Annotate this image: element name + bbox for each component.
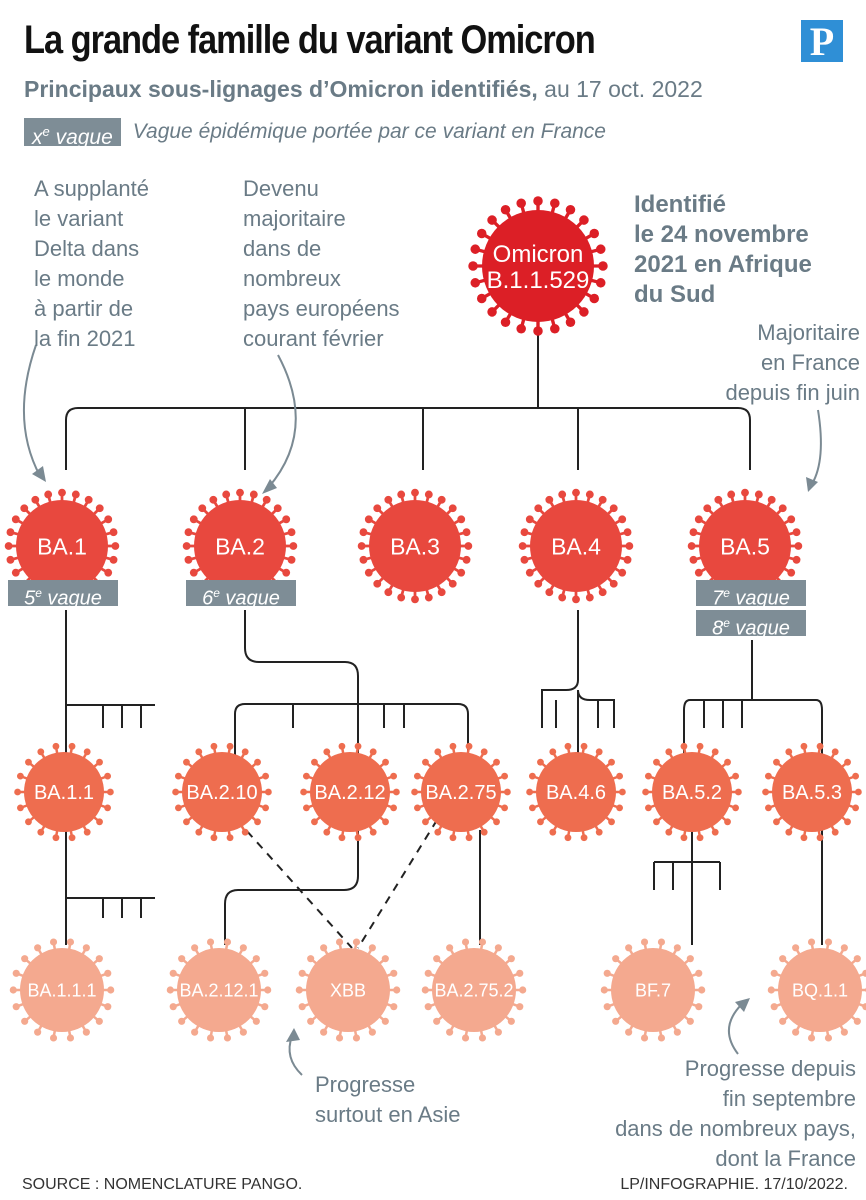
virus-ba-2-75-2-label: BA.2.75.2 [434,980,513,1000]
virus-ba-1-label: BA.1 [37,533,87,559]
ba2-ticks [292,704,405,728]
virus-ba-2-75: BA.2.75 [411,742,511,842]
xbb-recombinant [236,819,438,949]
level1-bar [65,407,751,470]
note-bq11: Progresse depuis fin septembre dans de n… [615,1056,856,1171]
ba4-branch [541,610,615,760]
identified-note: Identifié le 24 novembre 2021 en Afrique… [634,191,812,308]
virus-ba-4-label: BA.4 [551,533,601,559]
virus-ba-5-3-label: BA.5.3 [782,782,842,804]
subtitle-date: au 17 oct. 2022 [537,76,703,102]
virus-ba-4-6-label: BA.4.6 [546,782,606,804]
ba2-bar [234,703,469,760]
wave-tags-ba5: 7e vague 8e vague [696,580,806,640]
arrow-bq11-head [735,998,750,1012]
virus-bq-1-1: BQ.1.1 [767,938,866,1042]
connector-lines [65,320,823,949]
credit-note: LP/INFOGRAPHIE. 17/10/2022. [620,1176,848,1193]
ba11-branch [65,820,155,945]
arrow-ba1 [23,344,41,477]
wave-tag-5: 5e vague [8,580,118,610]
level1-drops [244,408,579,470]
arrow-ba5 [811,409,822,485]
arrow-ba2 [267,354,297,489]
virus-ba-5-2: BA.5.2 [642,742,742,842]
arrow-ba5-head [806,477,818,492]
virus-omicron-label-1: Omicron [493,241,584,268]
virus-bf-7-label: BF.7 [635,980,671,1000]
arrow-bq11 [728,1003,743,1055]
legend-text: Vague épidémique portée par ce variant e… [132,120,606,143]
subtitle-bold: Principaux sous-lignages d’Omicron ident… [24,76,538,102]
virus-ba-1-1-1: BA.1.1.1 [9,938,115,1042]
le-parisien-logo: P [801,20,843,64]
virus-xbb: XBB [295,938,401,1042]
source-note: SOURCE : NOMENCLATURE PANGO. [22,1176,303,1193]
wave-tag-7: 7e vague [696,580,806,610]
virus-ba-3: BA.3 [357,488,473,604]
wave-tag-8: 8e vague [696,610,806,640]
virus-ba-2-75-2: BA.2.75.2 [421,938,527,1042]
virus-ba-2-12-1: BA.2.12.1 [166,938,272,1042]
arrow-ba1-head [32,466,46,482]
virus-ba-2-12-label: BA.2.12 [314,782,385,804]
virus-ba-5-label: BA.5 [720,533,770,559]
wave-tags-ba2: 6e vague [186,580,296,610]
wave-tag-6: 6e vague [186,580,296,610]
virus-ba-5-3: BA.5.3 [762,742,862,842]
arrow-xbb-head [286,1028,300,1042]
ba1-branch [65,610,155,760]
virus-ba-2-75-label: BA.2.75 [425,782,496,804]
ba5-ticks [703,700,743,728]
ba2-stem [244,610,359,760]
arrow-ba2-head [262,479,277,494]
subtitle: Principaux sous-lignages d’Omicron ident… [24,76,703,103]
virus-ba-4: BA.4 [518,488,634,604]
note-ba5: Majoritaire en France depuis fin juin [725,320,860,405]
virus-ba-1-1-label: BA.1.1 [34,782,94,804]
virus-xbb-label: XBB [330,980,366,1000]
virus-ba-2-12-1-label: BA.2.12.1 [179,980,258,1000]
note-ba2: Devenu majoritaire dans de nombreux pays… [243,176,400,351]
virus-bq-1-1-label: BQ.1.1 [792,980,848,1000]
virus-ba-1-1-1-label: BA.1.1.1 [27,980,96,1000]
virus-ba-5-2-label: BA.5.2 [662,782,722,804]
ba52-branch [653,830,721,945]
note-xbb: Progresse surtout en Asie [315,1072,461,1127]
ba212-branch [224,830,359,945]
note-ba1: A supplanté le variant Delta dans le mon… [34,176,149,351]
page-title: La grande famille du variant Omicron [24,18,596,62]
ba5-branch [683,640,823,760]
virus-ba-1-1: BA.1.1 [14,742,114,842]
virus-bf-7: BF.7 [600,938,706,1042]
legend-wave-tag: xe vague [24,118,121,149]
virus-ba-2-label: BA.2 [215,533,265,559]
annotation-arrows [23,344,822,1076]
arrow-xbb [288,1035,303,1076]
virus-ba-2-12: BA.2.12 [300,742,400,842]
virus-ba-2-10-label: BA.2.10 [186,782,257,804]
virus-omicron-label-2: B.1.1.529 [487,267,590,294]
virus-ba-4-6: BA.4.6 [526,742,626,842]
wave-tags-ba1: 5e vague [8,580,118,610]
legend: xe vague Vague épidémique portée par ce v… [24,118,606,149]
virus-ba-2-10: BA.2.10 [172,742,272,842]
virus-ba-3-label: BA.3 [390,533,440,559]
